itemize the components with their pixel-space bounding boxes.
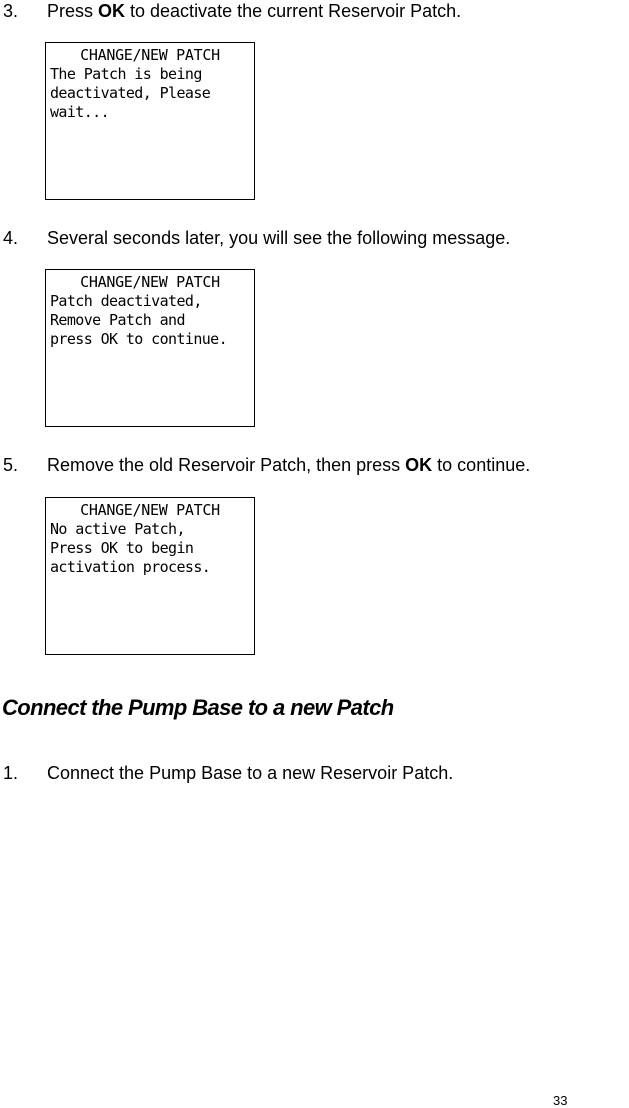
screen-line: The Patch is being xyxy=(50,65,202,83)
step-text: Press OK to deactivate the current Reser… xyxy=(47,0,461,22)
step-text-before: Press xyxy=(47,1,99,21)
step-text-after: to deactivate the current Reservoir Patc… xyxy=(125,1,462,21)
step-number: 1. xyxy=(3,763,19,783)
pump-screen-deactivated: CHANGE/NEW PATCH Patch deactivated, Remo… xyxy=(45,269,255,427)
step-number: 4. xyxy=(3,228,19,248)
screen-title: CHANGE/NEW PATCH xyxy=(80,46,220,64)
pump-screen-no-active-patch: CHANGE/NEW PATCH No active Patch, Press … xyxy=(45,497,255,655)
screen-line: Press OK to begin xyxy=(50,539,194,557)
step-text: Connect the Pump Base to a new Reservoir… xyxy=(47,763,454,783)
screen-line: wait... xyxy=(50,103,110,121)
step-text-before: Remove the old Reservoir Patch, then pre… xyxy=(47,455,406,475)
screen-title: CHANGE/NEW PATCH xyxy=(80,501,220,519)
page-number: 33 xyxy=(553,1093,568,1108)
step-number: 5. xyxy=(3,455,19,475)
step-text: Remove the old Reservoir Patch, then pre… xyxy=(47,454,530,476)
step-text-bold: OK xyxy=(405,455,433,475)
pump-screen-deactivating: CHANGE/NEW PATCH The Patch is being deac… xyxy=(45,42,255,200)
screen-title: CHANGE/NEW PATCH xyxy=(80,273,220,291)
screen-line: activation process. xyxy=(50,558,211,576)
screen-line: Remove Patch and xyxy=(50,311,186,329)
step-text-after: to continue. xyxy=(432,455,531,475)
screen-line: press OK to continue. xyxy=(50,330,228,348)
screen-line: Patch deactivated, xyxy=(50,292,202,310)
screen-line: deactivated, Please xyxy=(50,84,211,102)
step-text-bold: OK xyxy=(98,1,126,21)
section-heading: Connect the Pump Base to a new Patch xyxy=(2,695,394,720)
step-text: Several seconds later, you will see the … xyxy=(47,228,511,248)
screen-line: No active Patch, xyxy=(50,520,186,538)
step-number: 3. xyxy=(3,1,19,21)
